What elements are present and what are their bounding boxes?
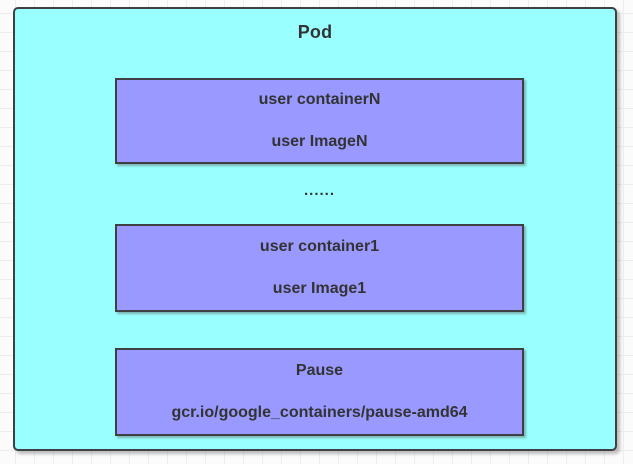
- container-usern-image: user ImageN: [271, 133, 368, 150]
- pod-title: Pod: [297, 22, 333, 42]
- container-user1-name: user container1: [259, 238, 380, 255]
- pod-shape: Pod user containerN user ImageN ...... u…: [13, 7, 617, 451]
- container-box-pause: Pause gcr.io/google_containers/pause-amd…: [115, 348, 524, 436]
- container-pause-name: Pause: [295, 362, 344, 379]
- ellipsis-label: ......: [303, 182, 335, 199]
- container-usern-name: user containerN: [258, 91, 381, 108]
- container-box-usern: user containerN user ImageN: [115, 78, 524, 164]
- container-user1-image: user Image1: [272, 280, 367, 297]
- container-pause-image: gcr.io/google_containers/pause-amd64: [171, 404, 468, 421]
- container-box-user1: user container1 user Image1: [115, 224, 524, 312]
